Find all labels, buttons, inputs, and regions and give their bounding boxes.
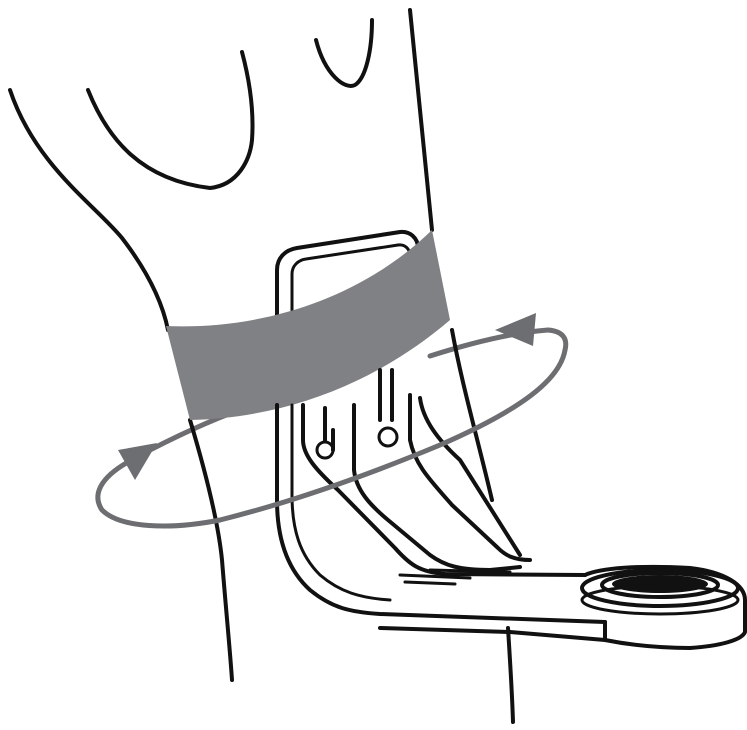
arrowhead-left-icon xyxy=(118,443,157,480)
stem-tube xyxy=(8,8,515,724)
mount-arm xyxy=(275,368,607,642)
rotation-arrow-front xyxy=(95,313,568,529)
computer-mount-ring xyxy=(580,564,747,650)
rubber-strap xyxy=(166,230,450,420)
arrowhead-right-icon xyxy=(495,313,536,346)
